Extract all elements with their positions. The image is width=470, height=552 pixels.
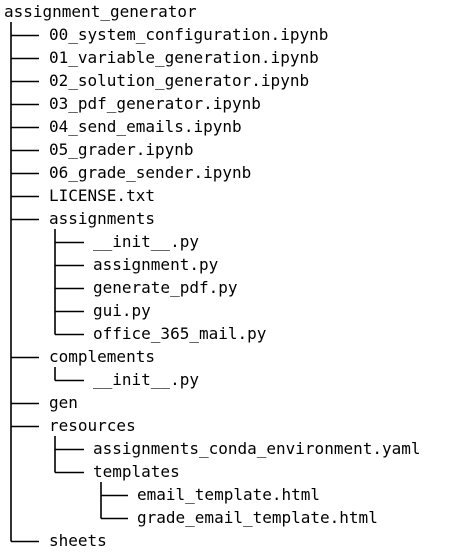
tree-node-label: 00_system_configuration.ipynb (49, 25, 329, 44)
tree-node-label: 01_variable_generation.ipynb (49, 48, 319, 67)
tree-node-label: assignments (49, 209, 155, 228)
tree-node-label: sheets (49, 531, 107, 550)
tree-node-label: assignment.py (93, 255, 219, 274)
tree-node-label: office_365_mail.py (93, 324, 267, 343)
tree-node-label: 05_grader.ipynb (49, 140, 194, 159)
tree-node-label: 04_send_emails.ipynb (49, 117, 242, 136)
tree-node-label: __init__.py (93, 232, 199, 251)
tree-node-label: assignments_conda_environment.yaml (93, 439, 421, 458)
tree-node-label: email_template.html (137, 485, 321, 504)
tree-node-label: 06_grade_sender.ipynb (49, 163, 252, 182)
tree-node-label: generate_pdf.py (93, 278, 238, 297)
tree-node-label: templates (93, 462, 180, 481)
tree-node-label: gen (49, 393, 78, 412)
tree-root-label: assignment_generator (4, 2, 197, 21)
tree-node-label: gui.py (93, 301, 151, 320)
tree-node-label: resources (49, 416, 136, 435)
tree-node-label: LICENSE.txt (49, 186, 155, 205)
tree-node-label: 03_pdf_generator.ipynb (49, 94, 261, 113)
tree-node-label: __init__.py (93, 370, 199, 389)
tree-node-label: 02_solution_generator.ipynb (49, 71, 310, 90)
tree-node-label: grade_email_template.html (137, 508, 378, 527)
tree-node-label: complements (49, 347, 155, 366)
